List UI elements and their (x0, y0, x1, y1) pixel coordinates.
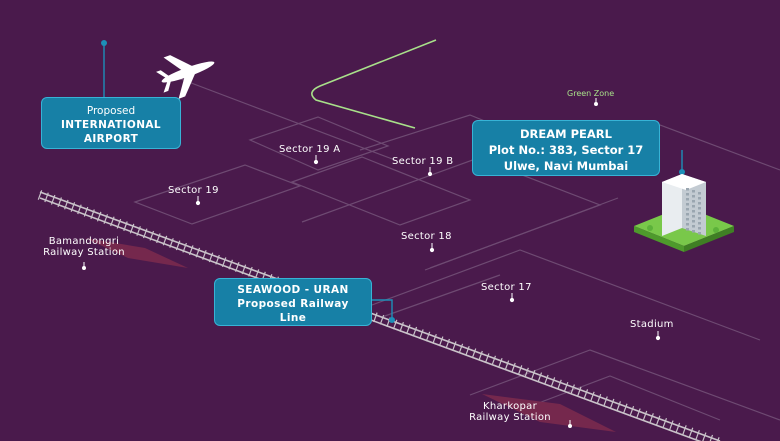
label-sector-18: Sector 18 (401, 231, 452, 242)
block-outline (290, 156, 472, 226)
building-icon (634, 174, 734, 252)
road-line (381, 274, 501, 318)
callout-railway: SEAWOOD - URAN Proposed Railway Line (214, 278, 372, 326)
road-line (177, 77, 396, 161)
pin-icon (679, 169, 685, 175)
callout-text: DREAM PEARL (520, 127, 612, 141)
station-type: Railway Station (43, 247, 125, 258)
road-line (519, 375, 721, 421)
road-line (371, 249, 761, 341)
callout-airport: Proposed INTERNATIONAL AIRPORT (41, 97, 181, 149)
station-zone-kharkopar (482, 394, 616, 432)
road-line (424, 197, 619, 271)
callout-text: Line (279, 312, 307, 324)
callout-text: Proposed (86, 105, 136, 117)
block-outline (248, 116, 390, 171)
airplane-icon (156, 55, 215, 99)
station-name: Bamandongri (48, 236, 120, 247)
callout-text: AIRPORT (83, 133, 139, 145)
pin-icon (101, 40, 107, 46)
railway-track (37, 190, 721, 441)
callout-text: SEAWOOD - URAN (237, 284, 349, 296)
label-sector-19a: Sector 19 A (279, 144, 341, 155)
callout-text: Ulwe, Navi Mumbai (503, 159, 629, 173)
label-bamandongri-station: Bamandongri Railway Station (42, 236, 126, 258)
block-outline (133, 164, 302, 225)
callout-project: DREAM PEARL Plot No.: 383, Sector 17 Ulw… (472, 120, 660, 176)
station-zone-bamandongri (85, 238, 188, 268)
callout-text: INTERNATIONAL (60, 119, 161, 131)
station-type: Railway Station (469, 412, 551, 423)
road-line (469, 349, 780, 421)
label-kharkopar-station: Kharkopar Railway Station (464, 401, 556, 423)
label-sector-19: Sector 19 (168, 185, 219, 196)
sector-pins (82, 98, 661, 428)
callout-text: Plot No.: 383, Sector 17 (488, 143, 644, 157)
green-zone-boundary (311, 39, 437, 129)
label-sector-19b: Sector 19 B (392, 156, 454, 167)
label-stadium: Stadium (630, 319, 674, 330)
railway-connector (372, 299, 393, 320)
label-sector-17: Sector 17 (481, 282, 532, 293)
pin-icon (389, 317, 395, 323)
label-green-zone: Green Zone (567, 89, 615, 98)
station-name: Kharkopar (483, 401, 537, 412)
callout-text: Proposed Railway (237, 298, 349, 310)
